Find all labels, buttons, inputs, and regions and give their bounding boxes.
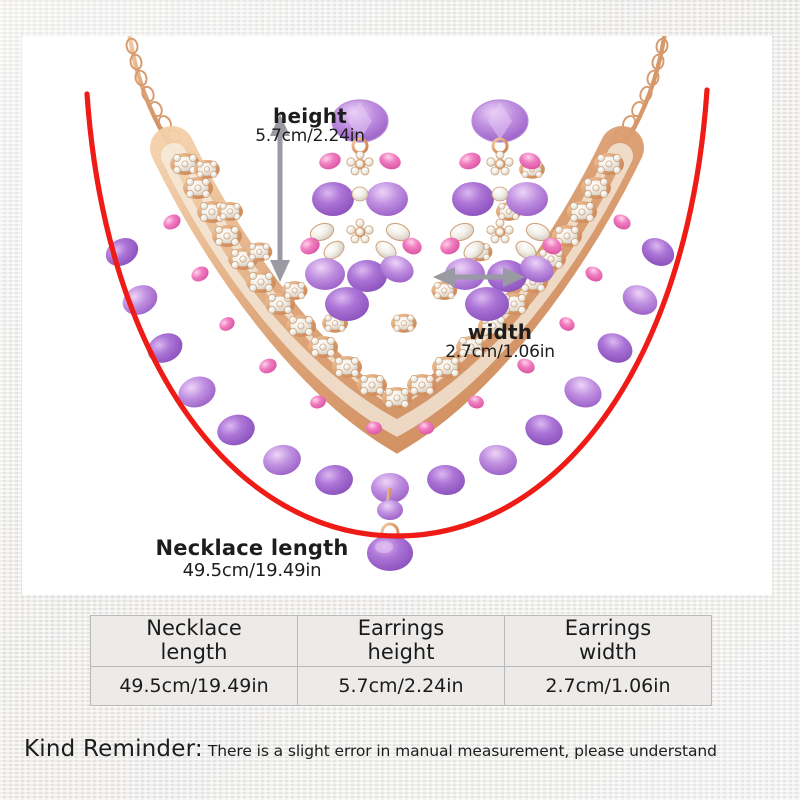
spec-value-earrings-height: 5.7cm/2.24in [297,666,505,706]
spec-header-earrings-height: Earrings height [297,615,505,667]
spec-header-earrings-width: Earrings width [504,615,712,667]
earring-height-title: height [273,104,347,128]
spec-table: Necklace length Earrings height Earrings… [90,615,712,706]
earring-left [300,99,422,321]
amethyst-drops [105,238,675,503]
spec-header-earrings-width-line2: width [579,640,637,664]
necklace-length-label: Necklace length 49.5cm/19.49in [112,536,392,581]
kind-reminder: Kind Reminder: There is a slight error i… [24,736,788,762]
necklace-length-guide-curve [84,87,710,539]
product-illustration [84,36,710,571]
pink-accent-stones [163,214,631,435]
earring-width-label: width 2.7cm/1.06in [420,321,580,362]
spec-header-necklace-length: Necklace length [90,615,298,667]
earring-height-value: 5.7cm/2.24in [255,126,365,147]
necklace-collar [105,126,675,571]
width-double-arrow [433,267,525,287]
necklace-length-value: 49.5cm/19.49in [182,559,322,581]
earring-right [440,99,562,321]
kind-reminder-body: There is a slight error in manual measur… [207,742,717,760]
kind-reminder-lead: Kind Reminder: [24,736,203,762]
spec-header-necklace-length-line1: Necklace [146,616,242,641]
earring-width-title: width [467,320,533,344]
earring-height-label: height 5.7cm/2.24in [230,105,390,146]
spec-header-earrings-height-line1: Earrings [357,616,445,641]
spec-table-header-row: Necklace length Earrings height Earrings… [90,615,712,667]
spec-value-necklace-length: 49.5cm/19.49in [90,666,298,706]
spec-header-necklace-length-line2: length [160,640,228,664]
height-double-arrow [270,114,290,282]
product-photo-panel: height 5.7cm/2.24in width 2.7cm/1.06in N… [22,36,772,595]
spec-value-earrings-width: 2.7cm/1.06in [504,666,712,706]
spec-header-earrings-height-line2: height [367,640,435,664]
spec-header-earrings-width-line1: Earrings [564,616,652,641]
earring-width-value: 2.7cm/1.06in [445,342,555,363]
spec-table-value-row: 49.5cm/19.49in 5.7cm/2.24in 2.7cm/1.06in [90,666,712,706]
necklace-length-title: Necklace length [155,536,349,560]
